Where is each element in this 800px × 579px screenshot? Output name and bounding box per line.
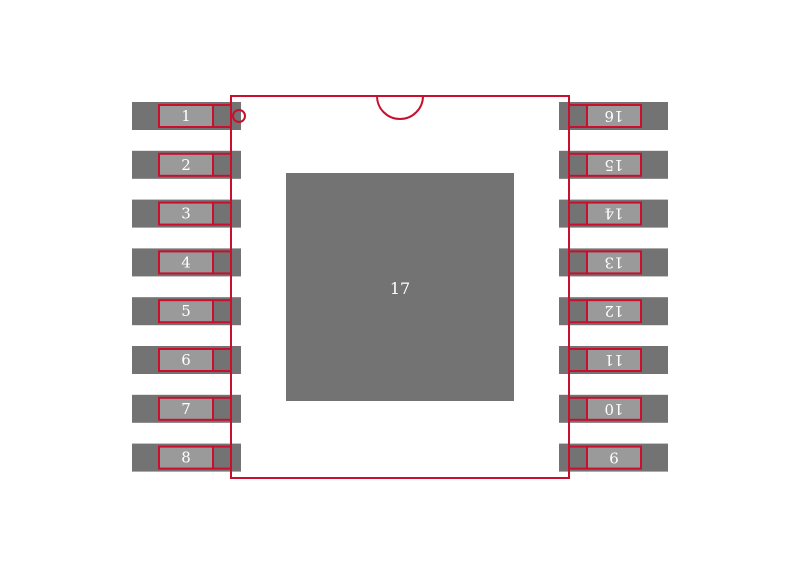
pin-8: 8 [132, 443, 241, 472]
left-pin-column: 1 2 3 4 5 6 7 8 [132, 102, 241, 472]
pin-15: 15 [559, 150, 668, 179]
pin-number: 9 [609, 449, 619, 467]
pin-1: 1 [132, 102, 241, 130]
pin-number: 14 [604, 205, 623, 223]
pin-number: 10 [604, 400, 623, 418]
pin-13: 13 [559, 248, 668, 277]
pin-16: 16 [559, 102, 668, 130]
circle-icon [232, 109, 246, 123]
semicircle-notch-icon [376, 95, 424, 120]
pin-number: 3 [181, 205, 191, 223]
pin-number: 2 [181, 156, 191, 174]
pin-number: 16 [604, 107, 623, 125]
pin-number: 13 [604, 253, 623, 271]
pin-7: 7 [132, 394, 241, 423]
thermal-pad-label: 17 [390, 279, 410, 298]
pin-number: 7 [181, 400, 191, 418]
pin-10: 10 [559, 394, 668, 423]
pin-number: 11 [604, 351, 623, 369]
pin-number: 6 [181, 351, 191, 369]
pin-number: 8 [181, 449, 191, 467]
pin-3: 3 [132, 199, 241, 228]
pin-number: 5 [181, 302, 191, 320]
pin-number: 12 [604, 302, 623, 320]
pin-number: 1 [181, 107, 191, 125]
pin-2: 2 [132, 150, 241, 179]
pin-9: 9 [559, 443, 668, 472]
pin-11: 11 [559, 346, 668, 374]
pin-5: 5 [132, 297, 241, 326]
pin-4: 4 [132, 248, 241, 277]
pin-number: 15 [604, 156, 623, 174]
thermal-pad [286, 173, 514, 401]
package-body-outline [230, 95, 570, 479]
right-pin-column: 16 15 14 13 12 11 10 9 [559, 102, 668, 472]
pin-6: 6 [132, 346, 241, 374]
pin-number: 4 [181, 253, 191, 271]
pin-14: 14 [559, 199, 668, 228]
pin-12: 12 [559, 297, 668, 326]
